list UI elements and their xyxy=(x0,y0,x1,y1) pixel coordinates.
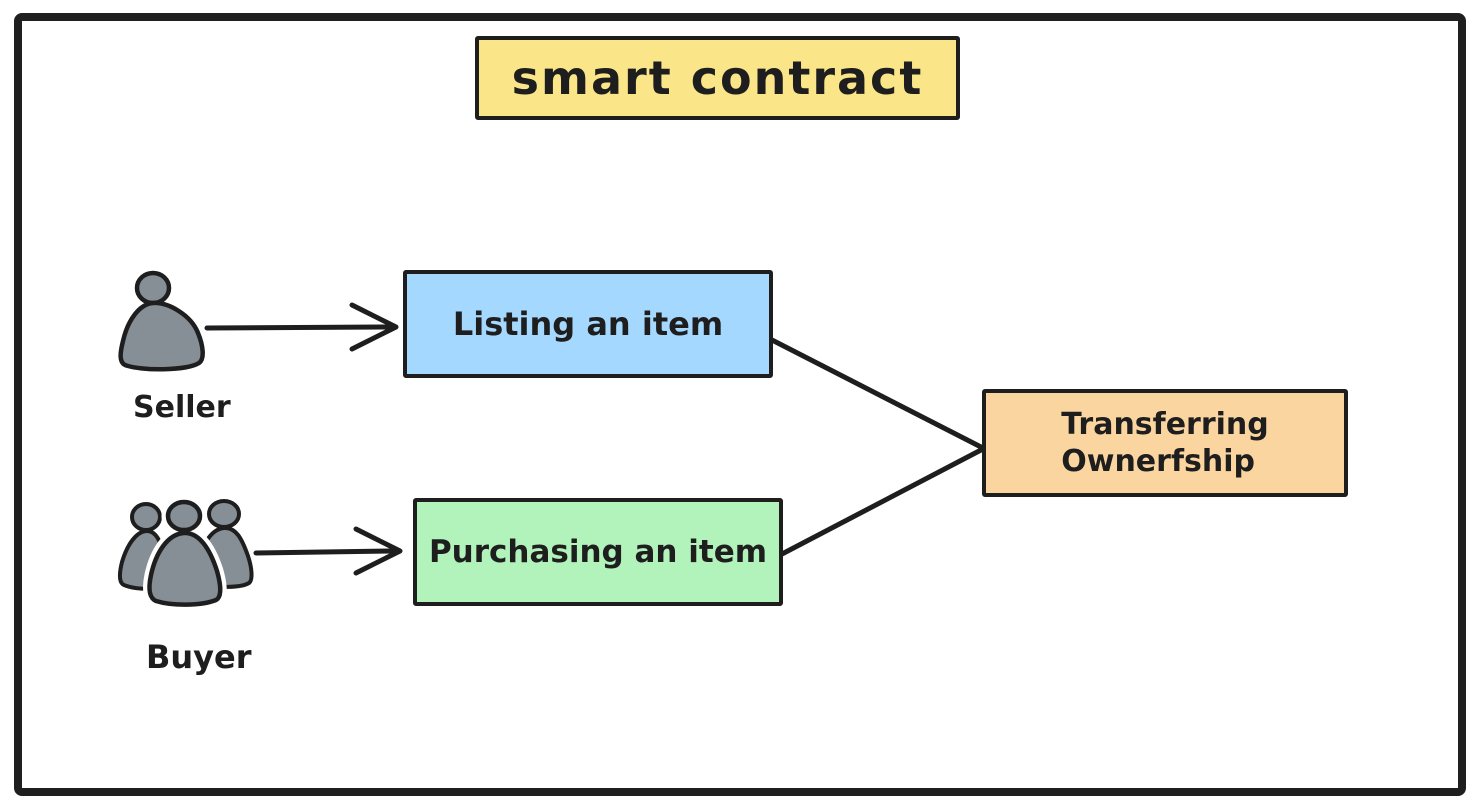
people-group-icon xyxy=(117,495,254,612)
line-purchasing-to-transferring xyxy=(779,447,984,557)
seller-label: Seller xyxy=(133,390,231,425)
node-listing-label: Listing an item xyxy=(452,305,724,343)
title-box: smart contract xyxy=(475,36,960,120)
title-label: smart contract xyxy=(511,51,924,105)
buyer-label: Buyer xyxy=(146,638,252,676)
node-transferring: Transferring Ownerfship xyxy=(982,389,1348,497)
node-transferring-label: Transferring Ownerfship xyxy=(1061,406,1269,480)
outer-frame xyxy=(14,13,1466,796)
person-icon xyxy=(118,270,205,372)
arrow-seller-to-listing xyxy=(204,302,399,352)
arrow-buyer-to-purchasing xyxy=(253,526,403,576)
node-purchasing: Purchasing an item xyxy=(413,498,783,606)
node-listing: Listing an item xyxy=(403,270,773,378)
node-purchasing-label: Purchasing an item xyxy=(428,534,768,570)
line-listing-to-transferring xyxy=(769,337,984,450)
